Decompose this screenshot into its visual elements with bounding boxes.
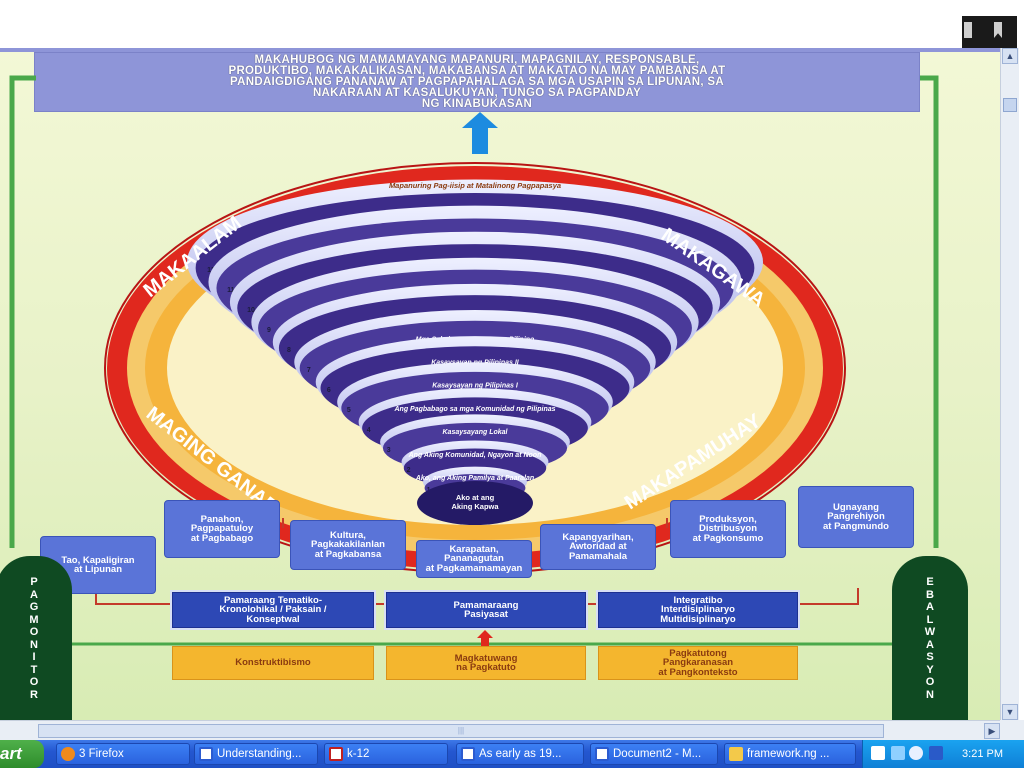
pagmonitor-pill: P A G M O N I T O R	[0, 556, 72, 720]
goal-header-strip	[0, 48, 1000, 52]
theme-box: Produksyon, Distribusyon at Pagkonsumo	[670, 500, 786, 558]
clock: 3:21 PM	[962, 748, 1003, 760]
start-button[interactable]: art	[0, 740, 44, 768]
picture-icon	[729, 747, 743, 761]
theme-box: Karapatan, Pananagutan at Pagkamamamayan	[416, 540, 532, 578]
grade-number: 12	[207, 267, 215, 274]
window-control-icons[interactable]	[962, 16, 1017, 48]
taskbar-item-framework[interactable]: framework.ng ...	[724, 743, 856, 765]
framework-diagram: Kontemporaryong Isyu at Hamon sa Mundo12…	[9, 75, 939, 646]
taskbar-item-k12[interactable]: k-12	[324, 743, 448, 765]
center-label: Ako at ang	[456, 493, 495, 502]
taskbar-item-as-early[interactable]: As early as 19...	[456, 743, 584, 765]
bookmark-icon[interactable]	[994, 22, 1002, 38]
word-doc-icon	[461, 747, 475, 761]
back-icon[interactable]	[909, 746, 923, 760]
theory-box: Magkatuwang na Pagkatuto	[386, 646, 586, 680]
theme-box: Kultura, Pagkakakilanlan at Pagkabansa	[290, 520, 406, 570]
taskbar-item-document2[interactable]: Document2 - M...	[590, 743, 718, 765]
grade-number: 5	[347, 407, 351, 414]
word-doc-icon	[329, 747, 343, 761]
system-tray: 3:21 PM	[862, 740, 1024, 768]
scroll-up-icon[interactable]: ▲	[1002, 48, 1018, 64]
grade-number: 11	[227, 287, 235, 294]
firefox-icon	[61, 747, 75, 761]
small-up-arrow-icon	[477, 630, 493, 646]
funnel-label: Ang Aking Komunidad, Ngayon at Noon	[408, 452, 542, 459]
theory-box: Konstruktibismo	[172, 646, 374, 680]
center-label: Aking Kapwa	[451, 502, 499, 511]
goal-statement: MAKAHUBOG NG MAMAMAYANG MAPANURI, MAPAGN…	[34, 52, 920, 112]
word-doc-icon	[199, 747, 213, 761]
approach-box: Pamaraang Tematiko- Kronolohikal / Paksa…	[170, 590, 376, 630]
grade-number: 3	[387, 447, 391, 454]
help-icon[interactable]	[871, 746, 885, 760]
network-icon[interactable]	[891, 746, 905, 760]
scroll-down-icon[interactable]: ▼	[1002, 704, 1018, 720]
scroll-right-icon[interactable]: ▶	[984, 723, 1000, 739]
taskbar: art 3 Firefox Understanding... k-12 As e…	[0, 740, 1024, 768]
scroll-thumb[interactable]	[1003, 98, 1017, 112]
up-arrow-icon	[462, 112, 498, 154]
approach-box: Integratibo Interdisiplinaryo Multidisip…	[596, 590, 800, 630]
funnel: Kontemporaryong Isyu at Hamon sa Mundo12…	[187, 179, 763, 525]
hscroll-thumb[interactable]: |||	[38, 724, 884, 738]
scroll-corner	[1000, 720, 1024, 740]
funnel-center	[417, 481, 533, 525]
vertical-scrollbar[interactable]: ▲ ▼	[1000, 48, 1019, 720]
grade-number: 7	[307, 367, 311, 374]
theme-box: Ugnayang Pangrehiyon at Pangmundo	[798, 486, 914, 548]
theory-box: Pagkatutong Pangkaranasan at Pangkonteks…	[598, 646, 798, 680]
orange-ring-title: Mapanuring Pag-iisip at Matalinong Pagpa…	[389, 181, 561, 190]
grade-number: 9	[267, 327, 271, 334]
funnel-label: Kasaysayan ng Pilipinas I	[432, 383, 519, 390]
word-doc-icon	[595, 747, 609, 761]
r-icon[interactable]	[929, 746, 943, 760]
grade-number: 4	[367, 427, 371, 434]
grade-number: 6	[327, 387, 331, 394]
page-icon[interactable]	[964, 22, 972, 38]
funnel-label: Ang Pagbabago sa mga Komunidad ng Pilipi…	[393, 406, 555, 413]
theme-box: Kapangyarihan, Awtoridad at Pamamahala	[540, 524, 656, 570]
grade-number: 10	[247, 307, 255, 314]
framework-slide: MAKAHUBOG NG MAMAMAYANG MAPANURI, MAPAGN…	[0, 48, 1000, 720]
frame-line-right	[920, 75, 939, 548]
approach-box: Pamamaraang Pasiyasat	[384, 590, 588, 630]
theme-box: Panahon, Pagpapatuloy at Pagbabago	[164, 500, 280, 558]
funnel-label: Kasaysayang Lokal	[443, 429, 509, 436]
taskbar-item-understanding[interactable]: Understanding...	[194, 743, 318, 765]
ebalwasyon-pill: E B A L W A S Y O N	[892, 556, 968, 720]
funnel-label: Ako, ang Aking Pamilya at Paaralan	[415, 475, 534, 482]
grade-number: 2	[407, 467, 411, 474]
taskbar-item-firefox[interactable]: 3 Firefox	[56, 743, 190, 765]
frame-line-left	[9, 75, 36, 548]
horizontal-scrollbar[interactable]: ||| ▶	[0, 720, 1000, 741]
grade-number: 8	[287, 347, 291, 354]
